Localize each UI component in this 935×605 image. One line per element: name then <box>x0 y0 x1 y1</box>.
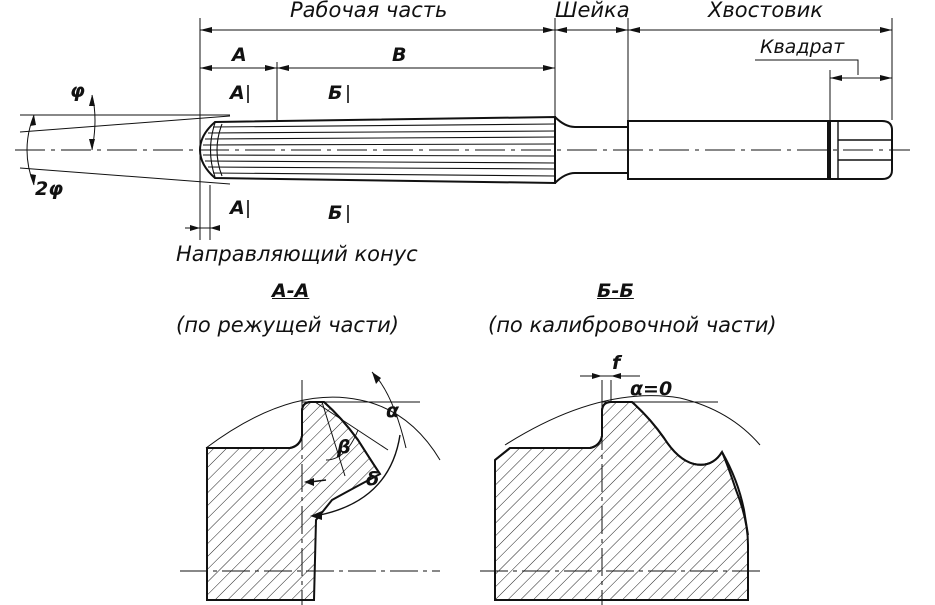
section-aa-profile <box>206 401 382 601</box>
label-square: Квадрат <box>760 36 845 58</box>
label-delta: δ <box>366 468 380 490</box>
reamer-flutes <box>202 122 556 178</box>
label-section-aa-title: А-А <box>272 280 310 302</box>
label-alpha: α <box>386 400 400 422</box>
reamer-shank <box>627 120 829 180</box>
reamer-side-view <box>15 18 910 240</box>
label-alpha-zero: α=0 <box>630 378 673 400</box>
label-section-aa-subtitle: (по режущей части) <box>176 313 399 337</box>
label-section-bb-title: Б-Б <box>597 280 634 302</box>
label-guide-cone: Направляющий конус <box>176 242 418 266</box>
label-f: f <box>612 352 621 374</box>
label-phi: φ <box>70 80 85 102</box>
label-neck: Шейка <box>555 0 630 22</box>
section-bb-profile <box>494 401 749 601</box>
reamer-working-body <box>198 115 556 185</box>
phi-line-lower <box>19 167 231 185</box>
label-dim-a: A <box>232 44 247 66</box>
section-bb-drawing <box>480 373 765 605</box>
label-section-mark-a-bottom: A <box>230 197 245 219</box>
label-section-mark-b-top: Б <box>328 82 343 104</box>
label-two-phi: 2φ <box>35 178 64 200</box>
reamer-square-end <box>829 120 893 180</box>
phi-line-upper <box>19 115 231 133</box>
section-aa-drawing <box>180 371 441 605</box>
label-working-part: Рабочая часть <box>290 0 448 22</box>
label-shank: Хвостовик <box>708 0 823 22</box>
label-section-bb-subtitle: (по калибровочной части) <box>488 313 777 337</box>
label-beta: β <box>337 436 351 458</box>
label-dim-b: B <box>392 44 407 66</box>
label-section-mark-a-top: A <box>230 82 245 104</box>
label-section-mark-b-bottom: Б <box>328 202 343 224</box>
